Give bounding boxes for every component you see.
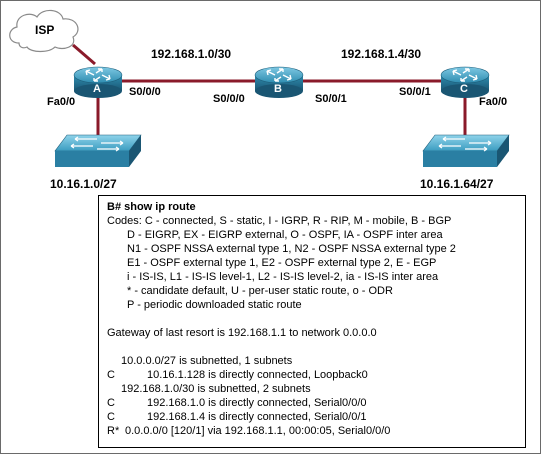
command-line: B# show ip route xyxy=(107,200,525,214)
switch-left-icon xyxy=(54,134,142,167)
router-a-label: A xyxy=(93,83,101,95)
route-text: 192.168.1.4 is directly connected, Seria… xyxy=(147,411,367,423)
c-fast-label: Fa0/0 xyxy=(479,96,508,108)
c-serial-label: S0/0/1 xyxy=(399,86,431,98)
network-topology xyxy=(9,9,510,167)
b-left-serial-label: S0/0/0 xyxy=(213,93,245,105)
router-b-label: B xyxy=(274,83,282,95)
show-ip-route-output: B# show ip route Codes: C - connected, S… xyxy=(98,195,526,448)
route-entry: R* 0.0.0.0/0 [120/1] via 192.168.1.1, 00:… xyxy=(107,424,525,438)
codes-line: P - periodic downloaded static route xyxy=(127,299,302,311)
a-fast-label: Fa0/0 xyxy=(47,96,76,108)
network-a-b-label: 192.168.1.0/30 xyxy=(151,47,232,61)
subnet-header: 192.168.1.0/30 is subnetted, 2 subnets xyxy=(121,383,311,395)
isp-link xyxy=(72,43,96,66)
route-code: C xyxy=(107,411,115,423)
router-c-icon xyxy=(440,66,490,98)
b-right-serial-label: S0/0/1 xyxy=(315,93,347,105)
route-entry: C 10.16.1.128 is directly connected, Loop… xyxy=(107,368,525,382)
route-text: 192.168.1.0 is directly connected, Seria… xyxy=(147,397,367,409)
lan-left-label: 10.16.1.0/27 xyxy=(50,177,117,191)
route-code: C xyxy=(107,369,115,381)
codes-line: * - candidate default, U - per-user stat… xyxy=(127,285,393,297)
lan-right-label: 10.16.1.64/27 xyxy=(420,177,494,191)
route-text: 10.16.1.128 is directly connected, Loopb… xyxy=(147,369,368,381)
prompt: B# xyxy=(107,201,122,213)
codes-line: D - EIGRP, EX - EIGRP external, O - OSPF… xyxy=(127,229,443,241)
router-b-icon xyxy=(254,66,304,98)
router-c-label: C xyxy=(460,83,468,95)
route-entry: C 192.168.1.0 is directly connected, Seri… xyxy=(107,396,525,410)
gateway-line: Gateway of last resort is 192.168.1.1 to… xyxy=(107,327,377,339)
command: show ip route xyxy=(124,201,196,213)
codes-line: N1 - OSPF NSSA external type 1, N2 - OSP… xyxy=(127,243,456,255)
isp-label: ISP xyxy=(35,23,55,37)
switch-right-icon xyxy=(422,134,510,167)
a-serial-label: S0/0/0 xyxy=(129,86,161,98)
cloud-icon xyxy=(9,9,79,53)
network-b-c-label: 192.168.1.4/30 xyxy=(341,47,422,61)
codes-line: i - IS-IS, L1 - IS-IS level-1, L2 - IS-I… xyxy=(127,271,439,283)
route-code: R* xyxy=(107,425,120,437)
route-entry: C 192.168.1.4 is directly connected, Seri… xyxy=(107,410,525,424)
codes-line: E1 - OSPF external type 1, E2 - OSPF ext… xyxy=(127,257,437,269)
subnet-header: 10.0.0.0/27 is subnetted, 1 subnets xyxy=(121,355,293,367)
route-text: 0.0.0.0/0 [120/1] via 192.168.1.1, 00:00… xyxy=(125,425,391,437)
codes-header: Codes: C - connected, S - static, I - IG… xyxy=(107,215,452,227)
router-a-icon xyxy=(73,66,123,98)
route-code: C xyxy=(107,397,115,409)
